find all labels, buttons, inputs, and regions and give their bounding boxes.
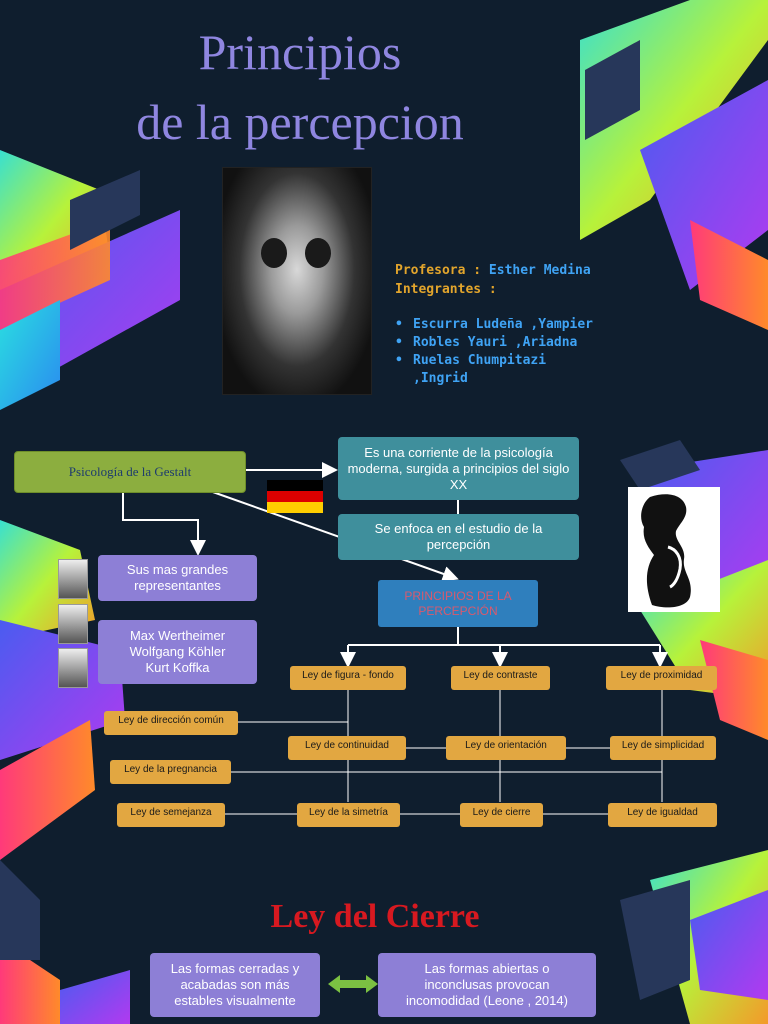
principios-box: PRINCIPIOS DE LA PERCEPCIÓN xyxy=(378,580,538,627)
portrait-koffka xyxy=(58,648,88,688)
definition-text: Es una corriente de la psicología modern… xyxy=(347,444,570,492)
law-proximidad: Ley de proximidad xyxy=(606,666,717,690)
profesora-name: Esther Medina xyxy=(488,263,591,278)
german-flag-icon xyxy=(267,480,323,513)
law-orientacion: Ley de orientación xyxy=(446,736,566,760)
law-simetria: Ley de la simetría xyxy=(297,803,400,827)
representative-name: Wolfgang Köhler xyxy=(129,644,226,659)
law-direccion-comun: Ley de dirección común xyxy=(104,711,238,735)
title-line-2: de la percepcion xyxy=(136,94,464,150)
cierre-left-text: Las formas cerradas y acabadas son más e… xyxy=(170,961,300,1008)
representatives-names-box: Max Wertheimer Wolfgang Köhler Kurt Koff… xyxy=(98,620,257,684)
skull-illusion-image xyxy=(223,168,371,394)
representatives-title-box: Sus mas grandes representantes xyxy=(98,555,257,601)
profesora-line: Profesora : Esther Medina xyxy=(395,262,591,280)
profesora-label: Profesora : xyxy=(395,263,482,278)
law-igualdad: Ley de igualdad xyxy=(608,803,717,827)
member-item: ,Ingrid xyxy=(413,371,468,386)
member-list: •Escurra Ludeña ,Yampier •Robles Yauri ,… xyxy=(395,316,593,388)
focus-box: Se enfoca en el estudio de la percepción xyxy=(338,514,579,560)
cierre-heading: Ley del Cierre xyxy=(270,898,480,935)
representatives-title: Sus mas grandes representantes xyxy=(126,562,229,593)
portrait-wertheimer xyxy=(58,559,88,599)
definition-box: Es una corriente de la psicología modern… xyxy=(338,437,579,500)
portrait-kohler xyxy=(58,604,88,644)
law-contraste: Ley de contraste xyxy=(451,666,550,690)
title-line-1: Principios xyxy=(198,24,402,80)
cierre-right-text: Las formas abiertas o inconclusas provoc… xyxy=(406,961,568,1008)
cierre-left-box: Las formas cerradas y acabadas son más e… xyxy=(150,953,320,1017)
law-pregnancia: Ley de la pregnancia xyxy=(110,760,231,784)
law-continuidad: Ley de continuidad xyxy=(288,736,406,760)
member-item: •Escurra Ludeña ,Yampier xyxy=(395,317,594,332)
gestalt-label: Psicología de la Gestalt xyxy=(68,464,192,479)
member-item: •Robles Yauri ,Ariadna xyxy=(395,335,578,350)
cierre-right-box: Las formas abiertas o inconclusas provoc… xyxy=(378,953,596,1017)
principios-label: PRINCIPIOS DE LA PERCEPCIÓN xyxy=(404,588,512,618)
law-semejanza: Ley de semejanza xyxy=(117,803,225,827)
law-simplicidad: Ley de simplicidad xyxy=(610,736,716,760)
member-item: •Ruelas Chumpitazi xyxy=(395,353,547,368)
law-figura-fondo: Ley de figura - fondo xyxy=(290,666,406,690)
saxophonist-illusion-image xyxy=(628,487,720,612)
integrantes-label: Integrantes : xyxy=(395,282,497,297)
law-cierre: Ley de cierre xyxy=(460,803,543,827)
representative-name: Kurt Koffka xyxy=(145,660,210,675)
representative-name: Max Wertheimer xyxy=(129,628,226,643)
gestalt-box: Psicología de la Gestalt xyxy=(14,451,246,493)
focus-text: Se enfoca en el estudio de la percepción xyxy=(374,521,543,552)
